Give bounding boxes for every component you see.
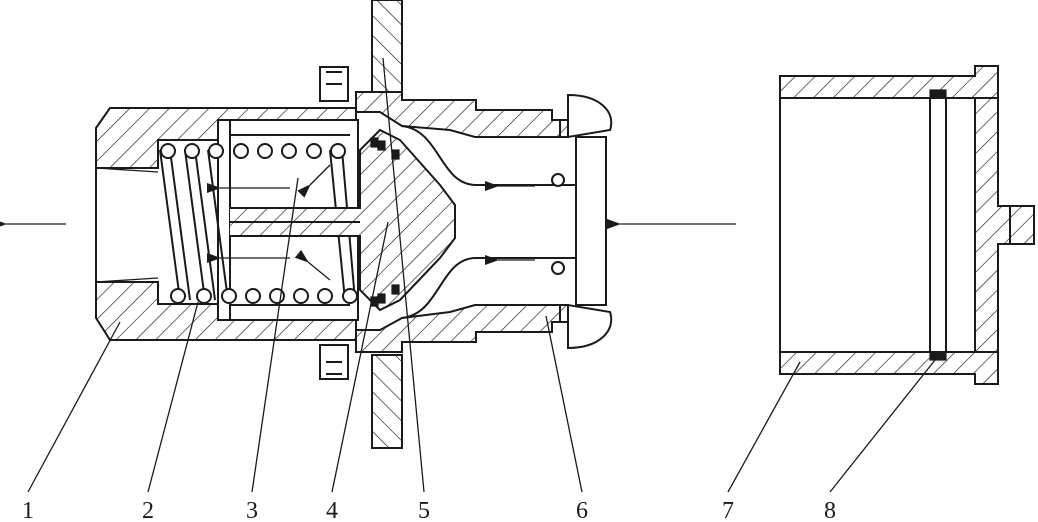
callout-4: 4 [326, 498, 338, 522]
callout-5: 5 [418, 498, 430, 522]
leader-lines [27, 57, 936, 493]
bulkhead-plate [319, 0, 403, 449]
callout-8: 8 [824, 498, 836, 522]
callout-7: 7 [722, 498, 734, 522]
spring [159, 143, 358, 304]
callout-1: 1 [22, 498, 34, 522]
callout-labels: 1 2 3 4 5 6 7 8 [22, 498, 836, 522]
callout-3: 3 [246, 498, 258, 522]
callout-6: 6 [576, 498, 588, 522]
cap-body [779, 65, 1035, 385]
check-balls [551, 173, 565, 275]
nozzle-body [355, 91, 613, 353]
callout-2: 2 [142, 498, 154, 522]
valve-core [230, 128, 456, 312]
flow-arrows [0, 164, 736, 281]
seal-rings [370, 137, 400, 307]
